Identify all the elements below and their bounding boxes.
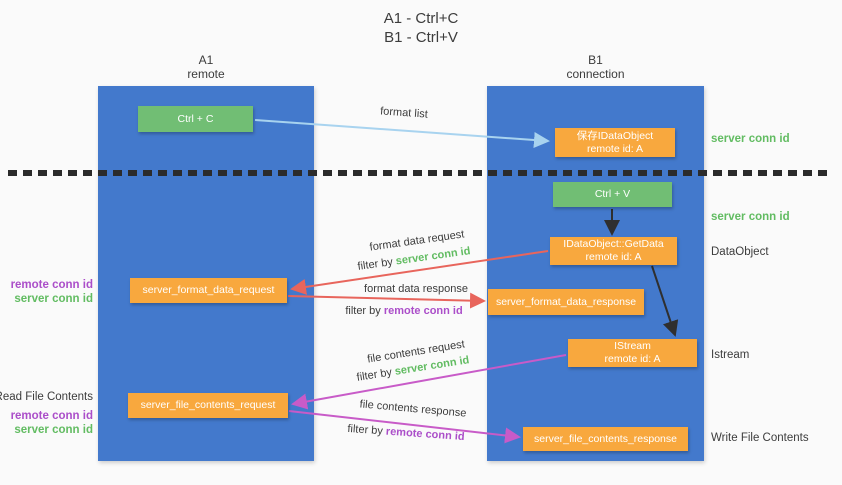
node-file-request-label: server_file_contents_request — [140, 399, 276, 411]
right-write-file-contents-label: Write File Contents — [711, 432, 809, 444]
node-format-request-label: server_format_data_request — [142, 284, 275, 296]
diagram-title: A1 - Ctrl+C B1 - Ctrl+V — [0, 9, 842, 47]
label-file-contents-response: file contents response — [359, 398, 467, 420]
session-divider — [8, 170, 828, 176]
node-idataobject-getdata: IDataObject::GetData remote id: A — [550, 237, 677, 265]
node-ctrl-v: Ctrl + V — [553, 182, 672, 207]
filter-by-text: filter by — [356, 256, 394, 273]
left-read-file-contents-label: Read File Contents — [0, 391, 93, 403]
remote-conn-id-text: remote conn id — [385, 425, 465, 444]
format-data-response-arrow — [287, 292, 486, 309]
node-server-format-data-response: server_format_data_response — [488, 289, 644, 315]
node-getdata-line1: IDataObject::GetData — [563, 238, 664, 250]
left-server-conn-id-2: server conn id — [14, 424, 93, 436]
filter-by-text: filter by — [345, 305, 381, 317]
lane-a1-header: A1 remote — [98, 53, 314, 81]
lane-b1-subtitle: connection — [566, 67, 625, 81]
node-istream-line1: IStream — [614, 340, 651, 352]
right-server-conn-id-1: server conn id — [711, 133, 790, 145]
node-ctrl-c-label: Ctrl + C — [177, 112, 214, 125]
node-ctrl-c: Ctrl + C — [138, 106, 253, 132]
node-ctrl-v-label: Ctrl + V — [594, 188, 631, 200]
label-filter-by-remote-conn-id-1: filter by remote conn id — [345, 305, 462, 317]
node-save-dataobject: 保存IDataObject remote id: A — [555, 128, 675, 157]
remote-conn-id-text: remote conn id — [383, 305, 463, 317]
node-istream-line2: remote id: A — [604, 353, 661, 365]
lane-a1-subtitle: remote — [187, 67, 225, 81]
left-remote-conn-id-2: remote conn id — [10, 410, 93, 422]
node-istream: IStream remote id: A — [568, 339, 697, 367]
right-server-conn-id-2: server conn id — [711, 211, 790, 223]
label-format-data-response: format data response — [364, 283, 468, 295]
node-getdata-line2: remote id: A — [585, 251, 642, 263]
right-istream-label: Istream — [711, 349, 750, 361]
label-format-list: format list — [379, 105, 429, 121]
lane-a1-name: A1 — [198, 53, 214, 67]
lane-b1-header: B1 connection — [487, 53, 704, 81]
node-save-dataobject-line2: remote id: A — [586, 142, 644, 155]
filter-by-text: filter by — [347, 422, 384, 438]
node-format-response-label: server_format_data_response — [495, 295, 637, 308]
title-line-1: A1 - Ctrl+C — [383, 10, 459, 27]
node-server-file-contents-response: server_file_contents_response — [523, 427, 688, 451]
left-remote-conn-id-1: remote conn id — [10, 279, 93, 291]
node-file-response-label: server_file_contents_response — [533, 432, 677, 445]
lane-b1-name: B1 — [588, 53, 603, 67]
left-server-conn-id-1: server conn id — [14, 293, 93, 305]
right-dataobject-label: DataObject — [711, 246, 769, 258]
node-save-dataobject-line1: 保存IDataObject — [576, 129, 654, 142]
node-server-file-contents-request: server_file_contents_request — [128, 393, 288, 418]
label-filter-by-remote-conn-id-2: filter by remote conn id — [347, 423, 465, 443]
node-server-format-data-request: server_format_data_request — [130, 278, 287, 303]
filter-by-text: filter by — [355, 366, 393, 384]
title-line-2: B1 - Ctrl+V — [384, 29, 458, 46]
